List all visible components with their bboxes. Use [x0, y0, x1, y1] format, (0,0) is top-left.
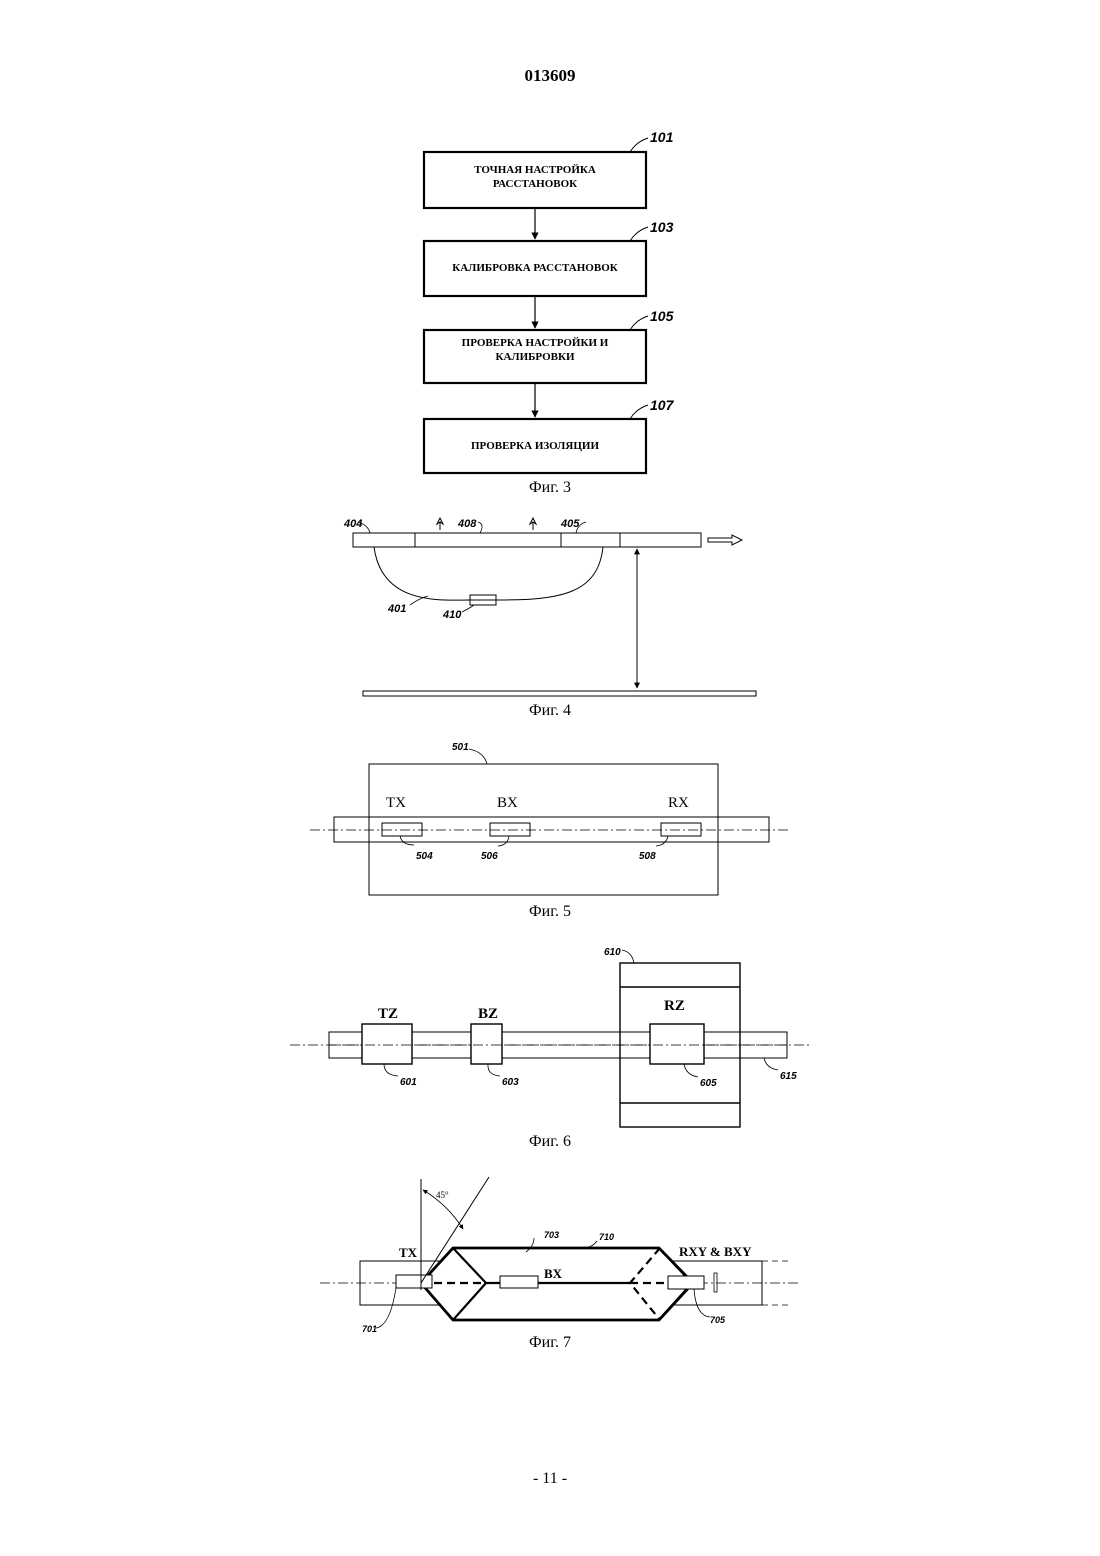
ref-605: 605	[700, 1078, 717, 1089]
shaft-fig5	[334, 817, 769, 842]
step-105-line1: ПРОВЕРКА НАСТРОЙКИ И	[462, 337, 609, 349]
carrier-bar	[353, 533, 701, 547]
label-angle: 45°	[436, 1190, 449, 1200]
ref-705: 705	[710, 1315, 726, 1325]
sensor-603	[471, 1024, 502, 1064]
label-rx-fig5: RX	[668, 795, 689, 811]
fig5-drawing	[310, 749, 790, 895]
up-arrow-1	[437, 518, 443, 530]
sensor-506	[490, 823, 530, 836]
label-tx-fig7: TX	[399, 1245, 418, 1260]
fig6-caption: Фиг. 6	[450, 1133, 650, 1151]
sensor-601	[362, 1024, 412, 1064]
fig5-caption: Фиг. 5	[450, 903, 650, 921]
ref-410: 410	[442, 609, 462, 621]
fig7-caption: Фиг. 7	[450, 1334, 650, 1352]
ref-404: 404	[343, 518, 362, 530]
sensor-605	[650, 1024, 704, 1064]
ref-103: 103	[650, 219, 674, 235]
sensor-703	[500, 1276, 538, 1288]
step-107-line1: ПРОВЕРКА ИЗОЛЯЦИИ	[471, 440, 599, 452]
leader-103	[630, 227, 648, 241]
label-bx-fig7: BX	[544, 1266, 563, 1281]
ref-601: 601	[400, 1077, 417, 1088]
page-footer: - 11 -	[450, 1470, 650, 1488]
ref-501: 501	[452, 742, 469, 753]
step-105-line2: КАЛИБРОВКИ	[495, 351, 574, 363]
ref-408: 408	[457, 518, 477, 530]
fig4-drawing	[353, 518, 756, 696]
ground-plane	[363, 691, 756, 696]
label-tx-fig5: TX	[386, 795, 406, 811]
ref-405: 405	[560, 518, 580, 530]
label-bz: BZ	[478, 1006, 498, 1022]
label-tz: TZ	[378, 1006, 398, 1022]
cable-loop-401	[374, 547, 603, 600]
ref-105: 105	[650, 308, 674, 324]
step-103-line1: КАЛИБРОВКА РАССТАНОВОК	[452, 262, 617, 274]
ref-615: 615	[780, 1071, 797, 1082]
leader-105	[630, 316, 648, 330]
ref-401: 401	[387, 603, 406, 615]
right-arrow	[708, 535, 742, 545]
ref-603: 603	[502, 1077, 519, 1088]
ref-508: 508	[639, 851, 656, 862]
label-rxy-bxy: RXY & BXY	[679, 1244, 752, 1259]
ref-107: 107	[650, 397, 675, 413]
step-101-line2: РАССТАНОВОК	[493, 178, 577, 190]
label-bx-fig5: BX	[497, 795, 518, 811]
ref-506: 506	[481, 851, 498, 862]
fig4-caption: Фиг. 4	[450, 702, 650, 720]
leader-107	[630, 405, 648, 419]
leader-101	[630, 138, 648, 152]
ref-610: 610	[604, 947, 621, 958]
chamber-501	[369, 764, 718, 895]
ref-703: 703	[544, 1230, 559, 1240]
ref-710: 710	[599, 1232, 614, 1242]
sensor-504	[382, 823, 422, 836]
label-rz: RZ	[664, 998, 685, 1014]
sensor-701	[396, 1275, 432, 1288]
ref-504: 504	[416, 851, 433, 862]
ref-101: 101	[650, 129, 674, 145]
sensor-508	[661, 823, 701, 836]
fig6-drawing	[290, 950, 810, 1127]
step-101-line1: ТОЧНАЯ НАСТРОЙКА	[474, 164, 596, 176]
fig3-caption: Фиг. 3	[450, 479, 650, 497]
sensor-705	[668, 1276, 704, 1289]
up-arrow-2	[530, 518, 536, 530]
ref-701: 701	[362, 1324, 377, 1334]
